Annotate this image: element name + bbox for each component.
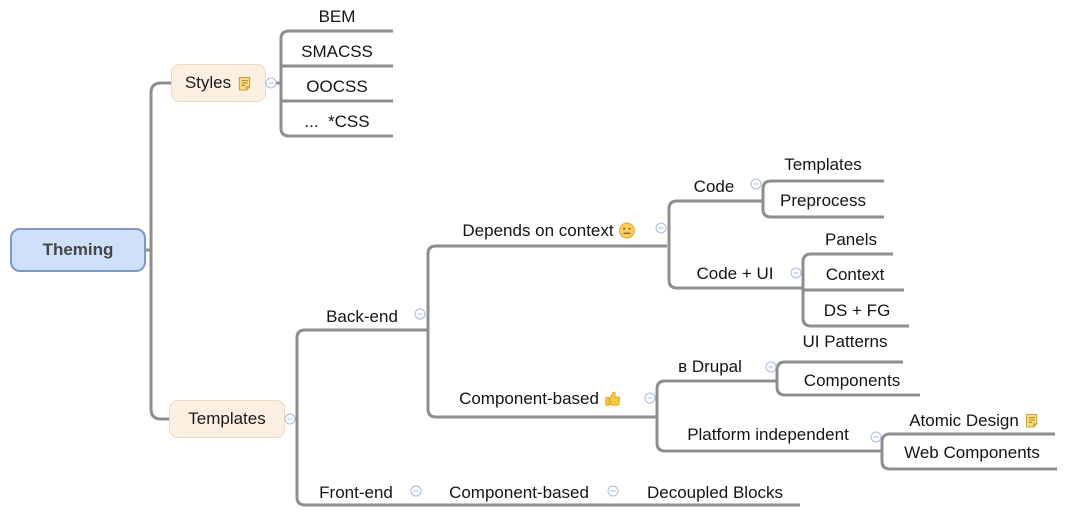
node-platform-independent[interactable]: Platform independent — [687, 424, 849, 445]
edge-backend-children — [426, 244, 667, 419]
node-web-components[interactable]: Web Components — [904, 442, 1040, 463]
node-web-components-label: Web Components — [904, 443, 1040, 462]
node-depends-on-context[interactable]: Depends on context — [462, 220, 636, 241]
node-bem-label: BEM — [318, 7, 356, 26]
node-frontend[interactable]: Front-end — [319, 482, 393, 503]
node-depends-on-context-label: Depends on context — [462, 221, 614, 240]
node-ui-patterns-label: UI Patterns — [802, 332, 888, 351]
node-component-based[interactable]: Component-based — [459, 388, 621, 409]
node-preprocess[interactable]: Preprocess — [780, 190, 866, 211]
collapse-toggle-frontend[interactable] — [410, 485, 422, 497]
collapse-toggle-v-drupal[interactable] — [765, 361, 777, 373]
node-decoupled-blocks-label: Decoupled Blocks — [646, 483, 784, 502]
node-code-label: Code — [693, 177, 735, 196]
node-atomic-design-label: Atomic Design — [909, 411, 1019, 430]
edge-root-templates — [146, 248, 170, 421]
edge-vdrupal-children — [775, 360, 920, 397]
node-v-drupal[interactable]: в Drupal — [678, 356, 742, 377]
collapse-toggle-depends[interactable] — [655, 222, 667, 234]
node-components-label: Components — [803, 371, 901, 390]
node-panels[interactable]: Panels — [825, 229, 877, 250]
node-styles[interactable]: Styles — [171, 64, 266, 102]
edge-root-styles — [146, 81, 172, 252]
node-decoupled-blocks[interactable]: Decoupled Blocks — [647, 482, 783, 503]
thumbs-up-icon — [604, 390, 621, 407]
node-oocss[interactable]: OOCSS — [306, 76, 367, 97]
edge-templates-children — [295, 328, 800, 507]
collapse-toggle-backend[interactable] — [414, 308, 426, 320]
collapse-toggle-fe-component-based[interactable] — [607, 485, 619, 497]
node-ui-patterns[interactable]: UI Patterns — [802, 331, 887, 352]
node-theming[interactable]: Theming — [10, 228, 146, 272]
node-components[interactable]: Components — [804, 370, 900, 391]
node-fe-component-based-label: Component-based — [449, 483, 589, 502]
node-fe-component-based[interactable]: Component-based — [449, 482, 589, 503]
collapse-toggle-styles[interactable] — [265, 77, 277, 89]
node-templates[interactable]: Templates — [169, 400, 285, 438]
node-backend[interactable]: Back-end — [326, 306, 398, 327]
node-styles-label: Styles — [184, 73, 232, 92]
node-smacss-label: SMACSS — [301, 42, 373, 61]
node-theming-label: Theming — [42, 240, 114, 259]
node-code-templates-label: Templates — [784, 155, 862, 174]
node-atomic-design[interactable]: Atomic Design — [909, 410, 1039, 431]
node-smacss[interactable]: SMACSS — [301, 41, 373, 62]
node-othercss-label: ... *CSS — [304, 112, 370, 131]
node-context-label: Context — [825, 265, 885, 284]
node-templates-label: Templates — [188, 409, 266, 428]
node-code-ui-label: Code + UI — [696, 264, 774, 283]
node-code-templates[interactable]: Templates — [784, 154, 861, 175]
collapse-toggle-templates[interactable] — [284, 413, 296, 425]
node-context[interactable]: Context — [826, 264, 885, 285]
node-bem[interactable]: BEM — [319, 6, 356, 27]
edge-code-children — [761, 179, 884, 219]
node-platform-independent-label: Platform independent — [687, 425, 849, 444]
collapse-toggle-code-ui[interactable] — [790, 267, 802, 279]
node-component-based-label: Component-based — [459, 389, 599, 408]
node-panels-label: Panels — [825, 230, 877, 249]
node-frontend-label: Front-end — [319, 483, 393, 502]
node-v-drupal-label: в Drupal — [678, 357, 742, 376]
edge-platform-children — [880, 432, 1057, 471]
node-code[interactable]: Code — [694, 176, 735, 197]
collapse-toggle-component-based[interactable] — [644, 392, 656, 404]
edge-depends-children — [667, 199, 803, 290]
edge-compbased-children — [655, 379, 882, 453]
node-othercss[interactable]: ... *CSS — [304, 111, 369, 132]
node-backend-label: Back-end — [326, 307, 398, 326]
node-ds-fg-label: DS + FG — [823, 301, 891, 320]
node-oocss-label: OOCSS — [306, 77, 368, 96]
collapse-toggle-platform[interactable] — [870, 431, 882, 443]
neutral-face-icon — [619, 222, 636, 239]
node-ds-fg[interactable]: DS + FG — [824, 300, 891, 321]
edge-styles-children — [279, 29, 393, 138]
node-preprocess-label: Preprocess — [780, 191, 866, 210]
note-icon — [1024, 413, 1039, 428]
collapse-toggle-code[interactable] — [750, 178, 762, 190]
node-code-ui[interactable]: Code + UI — [696, 263, 773, 284]
note-icon — [237, 76, 252, 91]
